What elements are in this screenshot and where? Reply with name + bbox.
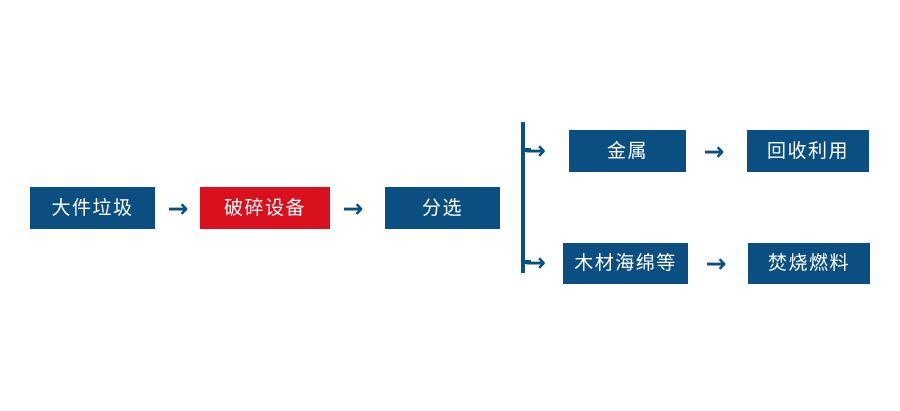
node-sorting: 分选 <box>385 187 500 229</box>
arrow-right-icon: → <box>705 248 727 278</box>
arrow-right-icon: → <box>525 247 546 277</box>
branch-splitter-line <box>521 122 525 273</box>
node-incineration-fuel: 焚烧燃料 <box>748 243 870 284</box>
branch-stub-bottom <box>521 260 531 264</box>
node-bulky-waste: 大件垃圾 <box>30 187 155 229</box>
node-metal: 金属 <box>569 130 686 172</box>
arrow-right-icon: → <box>703 136 725 166</box>
node-recycle-reuse: 回收利用 <box>747 130 869 172</box>
arrow-right-icon: → <box>525 135 546 165</box>
arrow-right-icon: → <box>167 193 189 223</box>
node-wood-sponge: 木材海绵等 <box>563 243 688 284</box>
arrow-right-icon: → <box>342 193 364 223</box>
node-crusher-equipment: 破碎设备 <box>200 187 330 229</box>
branch-stub-top <box>521 148 531 152</box>
